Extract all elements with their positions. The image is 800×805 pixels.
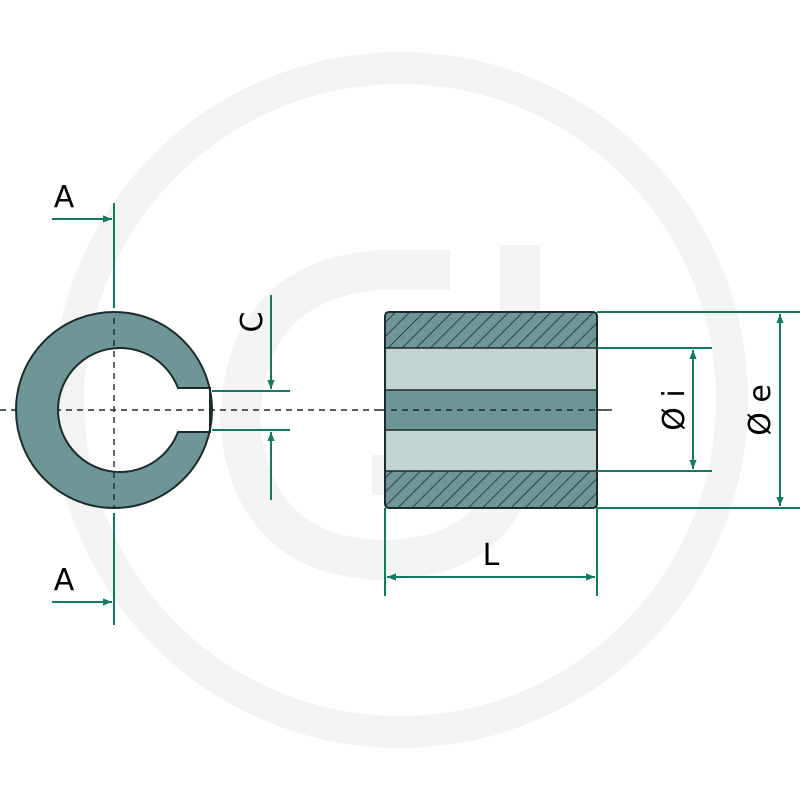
length-dimension [384, 508, 598, 596]
inner-diameter-dimension [597, 347, 712, 472]
outer-diameter-label: Ø e [743, 384, 778, 436]
bushing-front-view [14, 311, 214, 509]
section-line-a [52, 203, 115, 625]
section-label-bottom: A [54, 563, 75, 598]
keyway-dimension [212, 295, 290, 500]
length-label: L [483, 538, 500, 573]
keyway-label: C [235, 312, 270, 333]
section-label-top: A [54, 180, 75, 215]
outer-diameter-dimension [597, 311, 800, 509]
inner-diameter-label: Ø i [657, 389, 692, 430]
